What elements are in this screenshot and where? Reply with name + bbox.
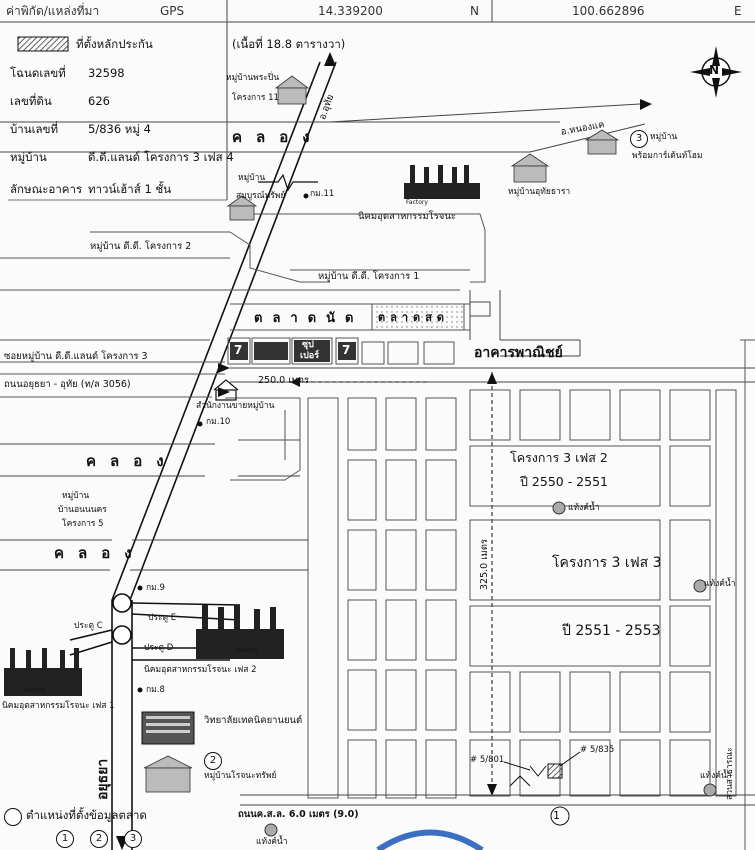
factory-label-1: Factory — [406, 199, 428, 206]
rojana-phase2-label: นิคมอุตสาหกรรมโรจนะ เฟส 2 — [144, 665, 257, 675]
phase2-year-label: ปี 2550 - 2551 — [520, 474, 608, 489]
college-building-icon — [141, 711, 195, 745]
super-label-a: ซุป — [302, 340, 314, 350]
legend-text: ที่ตั้งหลักประกัน — [76, 37, 153, 51]
distance-250-label: 250.0 เมตร — [258, 375, 309, 386]
house-value: 5/836 หมู่ 4 — [88, 122, 151, 136]
project11-label: โครงการ 11 — [232, 93, 279, 103]
park-label: สวนสาธารณะ — [725, 747, 735, 800]
distance-325-label: 325.0 เมตร — [479, 539, 490, 590]
village-ubon-label: หมู่บ้านอุทัยธารา — [508, 187, 571, 197]
water-tank-1-label: แท้งค์น้ำ — [568, 503, 600, 513]
legend-swatch — [17, 36, 69, 52]
marker-1-map: 1 — [553, 809, 560, 822]
factory-label-2: Factory — [236, 647, 258, 654]
gate-c-label: ประตู C — [74, 621, 103, 631]
building-value: ทาวน์เฮ้าส์ 1 ชั้น — [88, 182, 172, 196]
village5-label-c: โครงการ 5 — [62, 519, 104, 529]
village-somboon-label-a: หมู่บ้าน — [238, 173, 266, 183]
road-bottom-label: ถนนค.ส.ล. 6.0 เมตร (9.0) — [238, 809, 359, 820]
village3-label-a: หมู่บ้าน — [650, 132, 678, 142]
land-value: 626 — [88, 94, 110, 108]
village-label: หมู่บ้าน — [10, 150, 47, 164]
village5-label-b: บ้านอนนนคร — [58, 505, 107, 515]
address-835-label: # 5/835 — [580, 745, 615, 755]
legend-marker-2: 2 — [90, 830, 108, 848]
village5-label-a: หมู่บ้าน — [62, 491, 90, 501]
km9-label: กม.9 — [146, 583, 165, 593]
deed-label: โฉนดเลขที่ — [10, 66, 66, 80]
market-legend-label: ตำแหน่งที่ตั้งข้อมูลตลาด — [26, 808, 147, 822]
phase3-year-label: ปี 2551 - 2553 — [562, 623, 661, 639]
gps-label: GPS — [160, 4, 185, 18]
km10-label: กม.10 — [206, 417, 231, 427]
latitude-value: 14.339200 — [318, 4, 383, 18]
village-rojana-label: หมู่บ้านโรจนะทรัพย์ — [204, 771, 277, 781]
phase2-label: โครงการ 3 เฟส 2 — [510, 450, 608, 465]
marker-3-top: 3 — [630, 130, 648, 148]
factory-label-3: Factory — [24, 687, 46, 694]
market-legend-circle-icon — [4, 808, 22, 826]
deed-value: 32598 — [88, 66, 125, 80]
km8-label: กม.8 — [146, 685, 165, 695]
land-label: เลขที่ดิน — [10, 94, 52, 108]
college-label: วิทยาลัยเทคนิคยานยนต์ — [204, 715, 303, 726]
seven-eleven-1-icon: 7 — [234, 343, 243, 357]
longitude-value: 100.662896 — [572, 4, 645, 18]
fresh-market-label: ตลาดสด — [378, 311, 450, 324]
water-tank-3-label: แท้งค์น้ำ — [700, 771, 732, 781]
canal1-label: คลอง — [232, 128, 324, 146]
dd2-label: หมู่บ้าน ดี.ดี. โครงการ 2 — [90, 241, 192, 252]
market-label: ตลาดนัด — [254, 311, 364, 326]
gate-d-label: ประตู D — [144, 643, 174, 653]
place-label: ค่าพิกัด/แหล่งที่มา — [6, 4, 100, 18]
dd1-label: หมู่บ้าน ดี.ดี. โครงการ 1 — [318, 271, 420, 282]
canal2-label: คลอง — [86, 452, 178, 470]
address-801-label: # 5/801 — [470, 755, 505, 765]
main-road-label: ถนนอยุธยา - อุทัย (ท/ล 3056) — [4, 379, 131, 390]
village-somboon-label-b: สมบูรณ์ทรัพย์ — [236, 191, 286, 201]
building-label: ลักษณะอาคาร — [10, 182, 83, 196]
soi-label: ซอยหมู่บ้าน ดี.ดี.แลนด์ โครงการ 3 — [4, 351, 148, 362]
rojana-estate-label: นิคมอุตสาหกรรมโรจนะ — [358, 211, 456, 222]
seven-eleven-2-icon: 7 — [342, 343, 351, 357]
longitude-direction: E — [734, 4, 742, 18]
legend-marker-1: 1 — [56, 830, 74, 848]
legend-marker-3: 3 — [124, 830, 142, 848]
north-compass-icon — [690, 46, 742, 98]
village3-label-b: พร้อมการ์เด้นท์โฮม — [632, 151, 703, 161]
water-tank-2-label: แท้งค์น้ำ — [704, 579, 736, 589]
house-label: บ้านเลขที่ — [10, 122, 59, 136]
gate-e-label: ประตู E — [148, 613, 177, 623]
area-text: (เนื้อที่ 18.8 ตารางวา) — [232, 37, 346, 51]
village-value: ดี.ดี.แลนด์ โครงการ 3 เฟส 4 — [88, 150, 234, 164]
km11-label: กม.11 — [310, 189, 335, 199]
village-praepim-label: หมู่บ้านพระปิ่น — [226, 73, 280, 83]
rojana-phase1-label: นิคมอุตสาหกรรมโรจนะ เฟส 1 — [2, 701, 115, 711]
marker-2-map: 2 — [204, 752, 222, 770]
water-tank-4-label: แท้งค์น้ำ — [256, 837, 288, 847]
phase3-label: โครงการ 3 เฟส 3 — [552, 555, 662, 571]
north-label: N — [709, 63, 720, 77]
canal3-label: คลอง — [54, 544, 146, 562]
latitude-direction: N — [470, 4, 479, 18]
super-label-b: เปอร์ — [300, 351, 320, 361]
office-label: สำนักงานขายหมู่บ้าน — [196, 401, 275, 411]
commercial-label: อาคารพาณิชย์ — [474, 345, 563, 361]
ayutthaya-label: อยุธยา — [95, 758, 111, 800]
